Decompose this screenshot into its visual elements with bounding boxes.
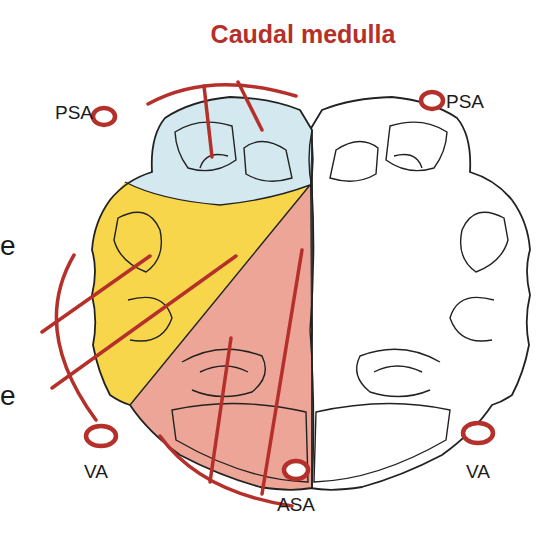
figure-title: Caudal medulla — [211, 22, 396, 47]
artery-circle — [463, 423, 493, 443]
artery-marker: PSA — [417, 88, 447, 113]
right-interior — [308, 122, 508, 488]
va-branch — [42, 256, 150, 332]
artery-circle — [93, 108, 115, 125]
right-half-medulla — [308, 97, 530, 490]
asa-branch — [210, 338, 231, 482]
edge-text-fragment: e — [0, 382, 16, 410]
left-outline — [92, 97, 312, 490]
artery-circle — [86, 426, 116, 446]
va-arc — [56, 255, 96, 420]
psa-branch — [204, 86, 212, 157]
artery-marker: ASA — [280, 457, 312, 483]
asa-arc — [160, 436, 292, 506]
left-interior — [114, 122, 314, 488]
asa-branch — [262, 250, 302, 494]
artery-marker: VA — [459, 419, 497, 447]
artery-label: VA — [84, 462, 108, 481]
psa-arc — [148, 85, 296, 104]
artery-outline — [459, 419, 497, 447]
supply-branches — [42, 82, 302, 506]
artery-outline — [89, 104, 119, 129]
edge-text-fragment: e — [0, 232, 16, 260]
artery-outline — [280, 457, 312, 483]
psa-branch — [238, 82, 262, 130]
right-outline — [310, 97, 530, 490]
artery-circle — [284, 461, 308, 479]
artery-marker: VA — [82, 422, 120, 450]
artery-label: PSA — [446, 92, 484, 111]
artery-label: ASA — [277, 495, 315, 514]
artery-label: VA — [466, 462, 490, 481]
va-branch — [52, 256, 236, 388]
artery-outline — [82, 422, 120, 450]
artery-marker: PSA — [89, 104, 119, 129]
artery-circle — [421, 92, 443, 109]
artery-outline — [417, 88, 447, 113]
artery-label: PSA — [55, 103, 93, 122]
